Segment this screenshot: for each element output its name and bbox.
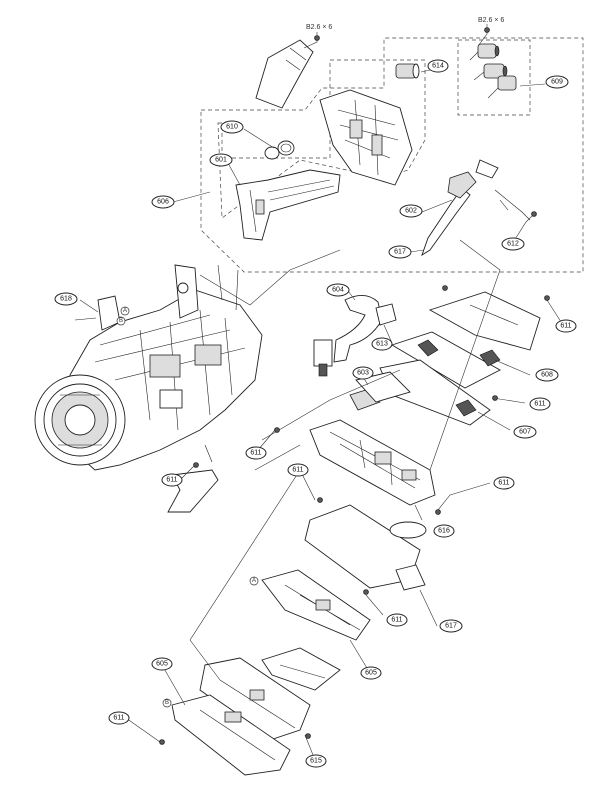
lower-plate-617 [304,504,427,591]
pad-603 [349,371,411,411]
cylinder-connector-part [395,63,420,79]
callout-611-bottom-left: 611 [108,711,130,725]
callout-609: 609 [545,75,569,89]
callout-611-top-right: 611 [555,319,577,333]
lens-mount-ring [34,374,126,466]
rail-bracket-part [235,169,341,241]
alignment-mark-b-lower: B [162,698,172,708]
callout-607: 607 [513,425,537,439]
screw-icons [159,27,550,745]
svg-text:610: 610 [226,124,238,131]
callout-604: 604 [326,283,350,297]
ring-gasket-part [264,140,295,160]
cable-strap-604 [333,295,383,363]
screw-spec-label-left: B2.6 × 6 [306,24,332,31]
svg-text:A: A [123,308,127,314]
callout-611-lower: 611 [386,613,408,627]
callout-611-left: 611 [161,473,183,487]
svg-text:606: 606 [157,199,169,206]
callout-611-right-mid: 611 [529,397,551,411]
svg-text:605: 605 [365,670,377,677]
svg-text:614: 614 [432,63,444,70]
svg-text:611: 611 [534,401,545,408]
svg-text:608: 608 [541,372,553,379]
svg-text:611: 611 [166,477,177,484]
svg-text:612: 612 [507,241,519,248]
svg-text:603: 603 [357,370,369,377]
lower-board-605a [261,569,371,641]
bracket-frame-assembly [319,89,413,186]
svg-text:B: B [165,700,169,706]
connector-cluster-609 [469,43,517,99]
callout-613: 613 [371,337,393,351]
svg-text:611: 611 [391,617,402,624]
small-block-601b [313,339,333,377]
svg-text:615: 615 [310,758,322,765]
callout-605-left: 605 [151,657,173,671]
svg-text:602: 602 [405,208,417,215]
svg-text:609: 609 [551,79,563,86]
callout-605-right: 605 [360,666,382,680]
callout-616: 616 [433,524,455,538]
callout-602: 602 [399,204,423,218]
callout-611-mid: 611 [287,463,309,477]
callout-606: 606 [151,195,175,209]
bottom-board-605b [171,657,311,776]
svg-text:613: 613 [376,341,388,348]
callout-603: 603 [352,366,374,380]
svg-text:607: 607 [519,429,531,436]
svg-text:617: 617 [394,249,406,256]
flex-ribbon-602 [421,159,531,257]
small-bracket-613 [375,303,397,326]
main-board-616 [309,419,436,506]
screw-spec-label-right: B2.6 × 6 [478,17,504,24]
callout-601: 601 [209,153,233,167]
callout-617-lower: 617 [439,619,463,633]
callout-614: 614 [427,59,449,73]
svg-text:611: 611 [113,715,124,722]
callout-608: 608 [535,368,559,382]
svg-text:618: 618 [60,296,72,303]
svg-text:611: 611 [250,450,261,457]
plate-611-top [428,291,541,351]
svg-text:611: 611 [292,467,303,474]
svg-text:617: 617 [445,623,457,630]
svg-text:611: 611 [560,323,571,330]
callout-618: 618 [54,292,78,306]
leader-lines [79,24,564,761]
callout-610: 610 [220,120,244,134]
svg-text:611: 611 [498,480,509,487]
cable-cover-part [255,39,314,109]
callout-617-upper: 617 [388,245,412,259]
svg-text:601: 601 [215,157,227,164]
lower-ribbon-605 [261,647,341,691]
board-608 [390,331,501,389]
callout-612: 612 [501,237,525,251]
alignment-mark-b-upper: B [116,316,126,326]
alignment-mark-a-upper: A [120,306,130,316]
svg-text:604: 604 [332,287,344,294]
group-outline-upper [200,37,584,273]
alignment-mark-a-lower: A [249,576,259,586]
svg-text:A: A [252,578,256,584]
callout-611-center: 611 [245,446,267,460]
svg-text:605: 605 [156,661,168,668]
callout-611-right-low: 611 [493,476,515,490]
callout-615: 615 [305,754,327,768]
svg-text:B: B [119,318,123,324]
svg-text:616: 616 [438,528,450,535]
